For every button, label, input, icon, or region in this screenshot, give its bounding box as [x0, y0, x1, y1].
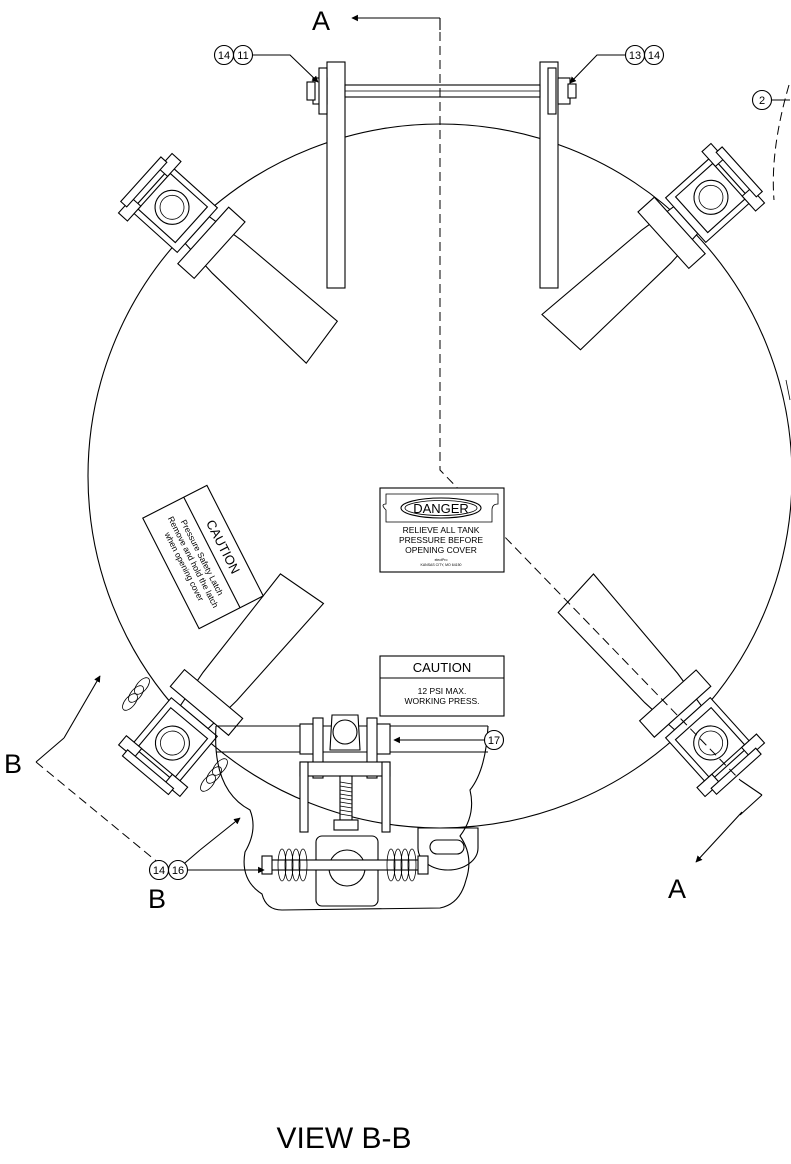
svg-text:11: 11 [237, 50, 248, 62]
section-a-arrow-bottom [695, 811, 743, 863]
svg-text:17: 17 [488, 735, 500, 747]
danger-header: DANGER [413, 501, 469, 516]
caution-plate: CAUTION 12 PSI MAX. WORKING PRESS. [379, 655, 505, 717]
callout-top-left: 14 11 [213, 44, 319, 83]
callout-view-left: 14 16 [148, 859, 265, 881]
section-a-label-bottom: A [668, 874, 686, 904]
callout-right-edge: 2 [751, 89, 790, 111]
caution-line2: WORKING PRESS. [404, 696, 479, 706]
danger-line1: RELIEVE ALL TANK [403, 525, 480, 535]
danger-fine1: electPro [435, 558, 448, 562]
danger-plate: DANGER RELIEVE ALL TANK PRESSURE BEFORE … [379, 487, 505, 573]
section-b-arrow-upper [63, 675, 101, 739]
callout-top-right: 13 14 [569, 44, 665, 84]
callout-view-right: 17 [393, 729, 505, 751]
section-b-label-left: B [4, 749, 22, 779]
section-line-a-a [439, 18, 741, 781]
svg-text:2: 2 [759, 95, 765, 107]
hinge-assembly [306, 61, 577, 289]
section-b-arrow-lower [199, 817, 241, 851]
svg-text:14: 14 [218, 50, 230, 62]
view-b-b-title: VIEW B-B [276, 1122, 411, 1155]
latch-caution-plate: CAUTION Pressure Safety Latch Remove and… [142, 484, 264, 630]
clamp-lower-right [543, 564, 770, 802]
adjacent-part-edge [785, 379, 791, 401]
section-line-b-b [35, 761, 173, 875]
section-b-label-bottom: B [148, 884, 166, 914]
danger-fine2: KANSAS CITY, MO 64150 [421, 563, 462, 567]
clamp-upper-right [532, 138, 770, 365]
section-a-label-top: A [312, 6, 330, 36]
view-b-b-detail [215, 714, 489, 911]
danger-line2: PRESSURE BEFORE [399, 535, 483, 545]
clamp-upper-left [113, 148, 351, 375]
caution-header: CAUTION [413, 660, 472, 675]
svg-text:13: 13 [629, 50, 641, 62]
svg-text:16: 16 [172, 865, 184, 877]
spring-coils [122, 677, 228, 792]
svg-text:14: 14 [648, 50, 660, 62]
adjacent-part-dashed-edge [772, 84, 790, 201]
caution-line1: 12 PSI MAX. [418, 686, 467, 696]
danger-line3: OPENING COVER [405, 545, 477, 555]
svg-text:14: 14 [153, 865, 165, 877]
